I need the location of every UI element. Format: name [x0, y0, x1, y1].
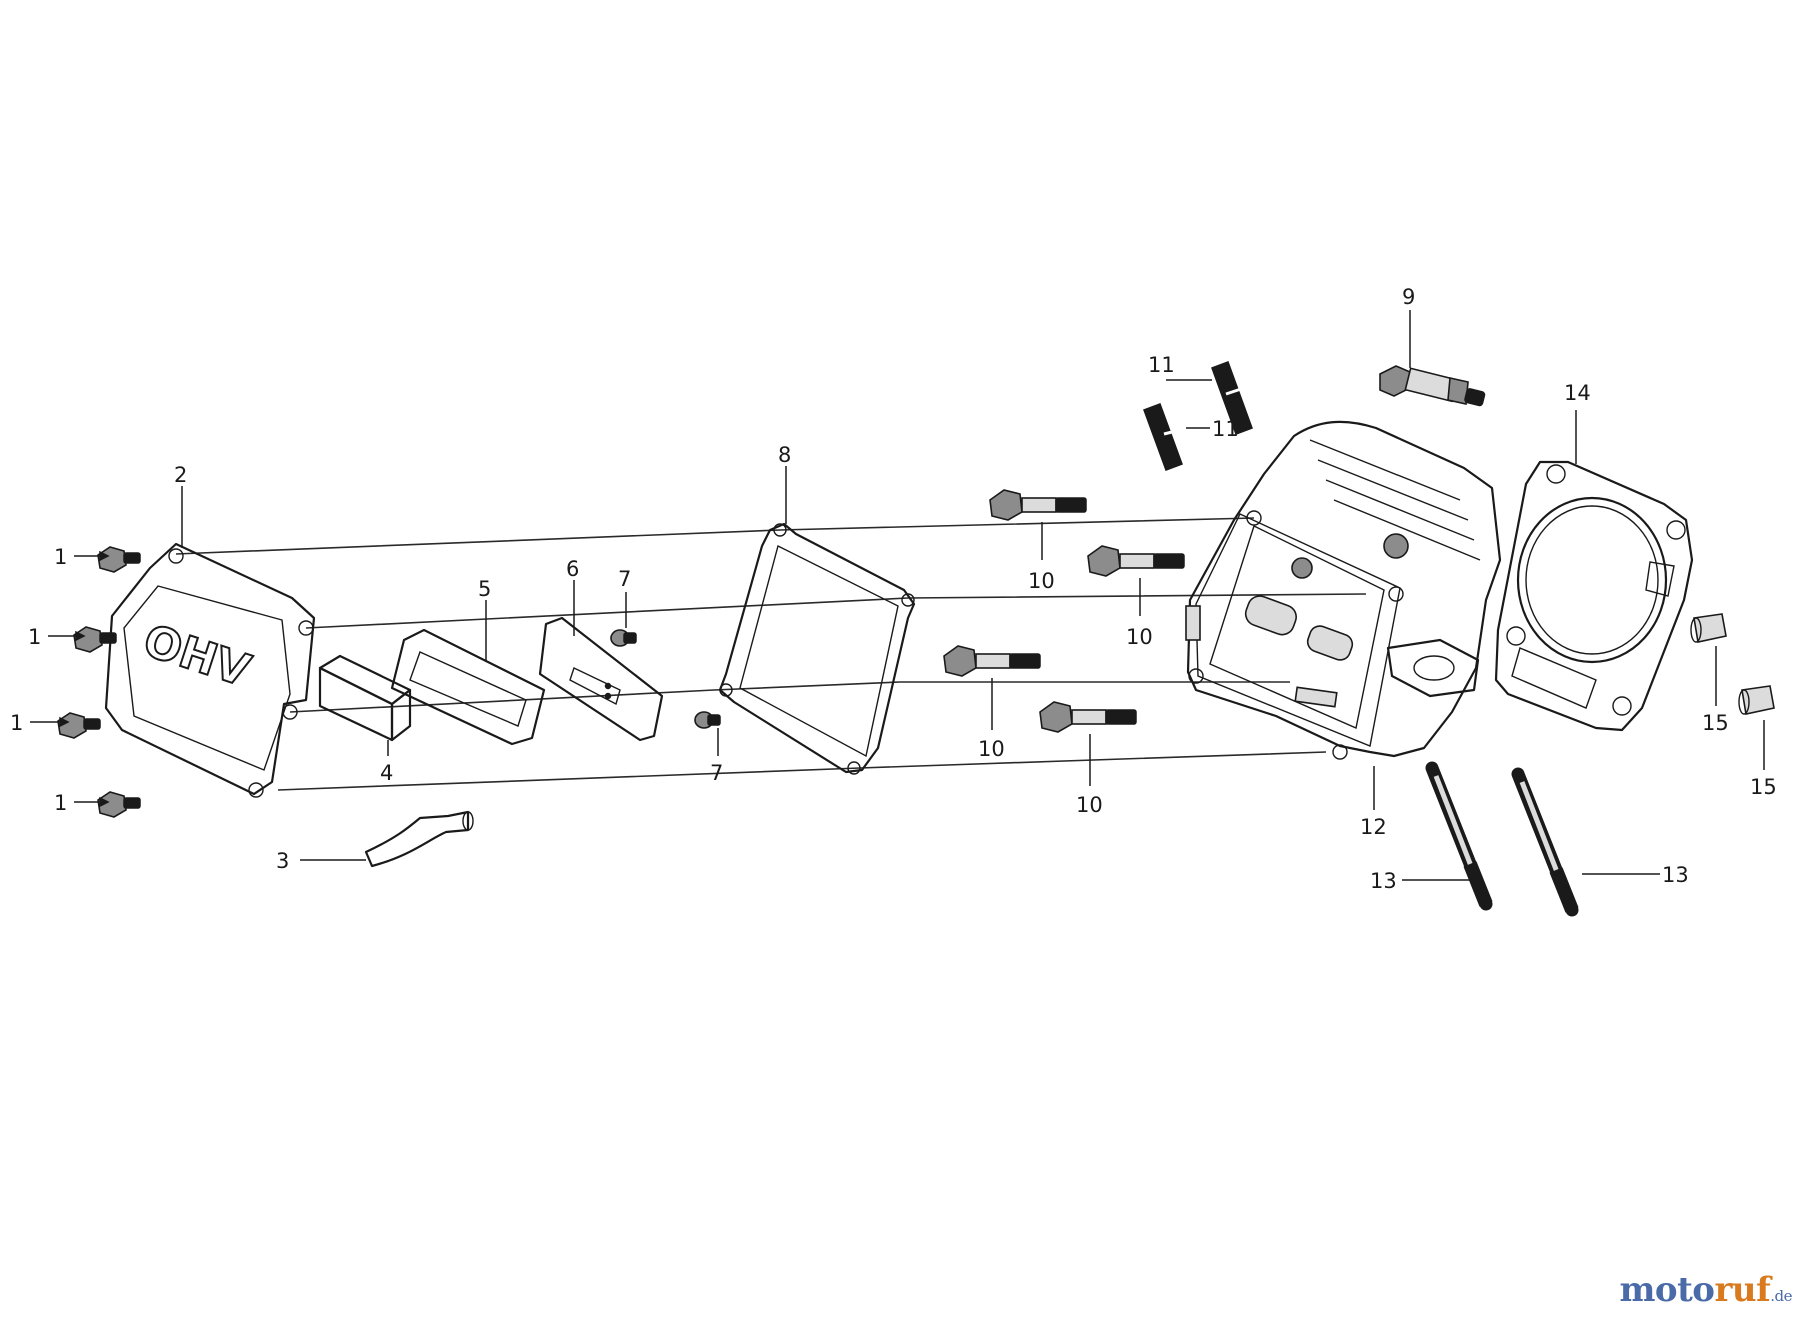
breather-plate [538, 616, 664, 742]
callout-4: 4 [380, 761, 393, 785]
callout-1c: 1 [10, 711, 23, 735]
watermark-logo: motoruf.de [1619, 1270, 1792, 1310]
callout-14: 14 [1564, 381, 1591, 405]
ohv-cover-text: OHV [137, 615, 256, 697]
head-gasket [1494, 460, 1694, 732]
plate-screw-7a [610, 629, 637, 647]
callout-10a: 10 [1028, 569, 1055, 593]
callout-13b: 13 [1662, 863, 1689, 887]
callout-15a: 15 [1702, 711, 1729, 735]
stud-11a [1143, 403, 1183, 471]
callout-5: 5 [478, 577, 491, 601]
callout-numbers: 1 1 1 1 2 3 4 5 6 7 7 8 9 10 10 10 10 11… [10, 285, 1777, 893]
callout-10b: 10 [1126, 625, 1153, 649]
callout-3: 3 [276, 849, 289, 873]
valve-cover: OHV [104, 542, 316, 798]
callout-11b: 11 [1212, 417, 1239, 441]
callout-6: 6 [566, 557, 579, 581]
dowel-pin-15a [1690, 613, 1727, 643]
callout-11a: 11 [1148, 353, 1175, 377]
callout-1a: 1 [54, 545, 67, 569]
head-bolt-10d [1039, 701, 1137, 733]
spark-plug [1379, 365, 1486, 407]
callout-12: 12 [1360, 815, 1387, 839]
breather-hose [364, 810, 474, 868]
stud-11b [1211, 361, 1253, 435]
watermark-part-c: .de [1770, 1287, 1792, 1305]
callout-10c: 10 [978, 737, 1005, 761]
callout-1b: 1 [28, 625, 41, 649]
callout-7b: 7 [710, 761, 723, 785]
plate-screw-7b [694, 711, 721, 729]
valve-cover-gasket [718, 522, 916, 775]
callout-9: 9 [1402, 285, 1415, 309]
long-stud-13b [1511, 767, 1579, 917]
head-bolt-10a [989, 489, 1087, 521]
callout-1d: 1 [54, 791, 67, 815]
callout-2: 2 [174, 463, 187, 487]
flange-bolt-1d [97, 791, 141, 818]
watermark-part-a: moto [1619, 1270, 1715, 1310]
cylinder-head [1185, 420, 1502, 760]
watermark-part-b: ruf [1714, 1270, 1771, 1310]
callout-10d: 10 [1076, 793, 1103, 817]
flange-bolt-1b [73, 626, 117, 653]
dowel-pin-15b [1738, 685, 1775, 715]
callout-8: 8 [778, 443, 791, 467]
flange-bolt-1c [57, 712, 101, 739]
flange-bolt-1a [97, 546, 141, 573]
callout-7a: 7 [618, 567, 631, 591]
head-bolt-10b [1087, 545, 1185, 577]
long-stud-13a [1425, 761, 1493, 911]
callout-leaders [30, 310, 1765, 881]
callout-13a: 13 [1370, 869, 1397, 893]
breather-plate-gasket [390, 628, 546, 746]
head-bolt-10c [943, 645, 1041, 677]
callout-15b: 15 [1750, 775, 1777, 799]
